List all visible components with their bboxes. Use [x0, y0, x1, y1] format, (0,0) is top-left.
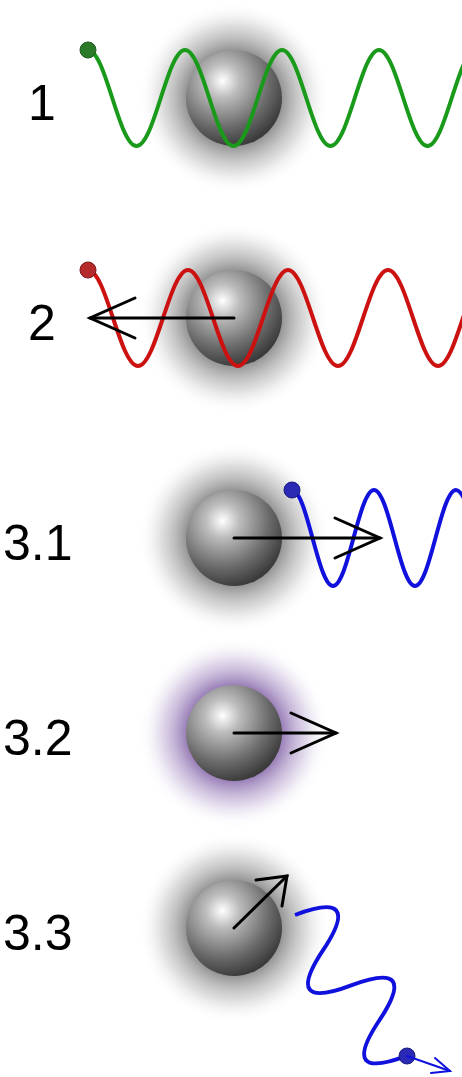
momentum-arrow [234, 518, 380, 558]
step-number: 1 [28, 78, 56, 128]
step-number: 3.2 [3, 713, 73, 763]
momentum-arrow [234, 713, 336, 753]
step-number: 2 [28, 298, 56, 348]
photon-wave [268, 893, 435, 1077]
step-number: 3.3 [3, 908, 73, 958]
momentum-arrow [90, 298, 234, 338]
photon-wave [88, 270, 462, 366]
atom [138, 832, 330, 1024]
photon-dot [80, 262, 96, 278]
direction-arrow [407, 1056, 450, 1073]
photon-wave [88, 50, 462, 146]
step-number: 3.1 [3, 518, 73, 568]
momentum-arrow [234, 876, 287, 928]
photon-dot [284, 482, 300, 498]
atom [138, 2, 330, 194]
photon-dot [80, 42, 96, 58]
